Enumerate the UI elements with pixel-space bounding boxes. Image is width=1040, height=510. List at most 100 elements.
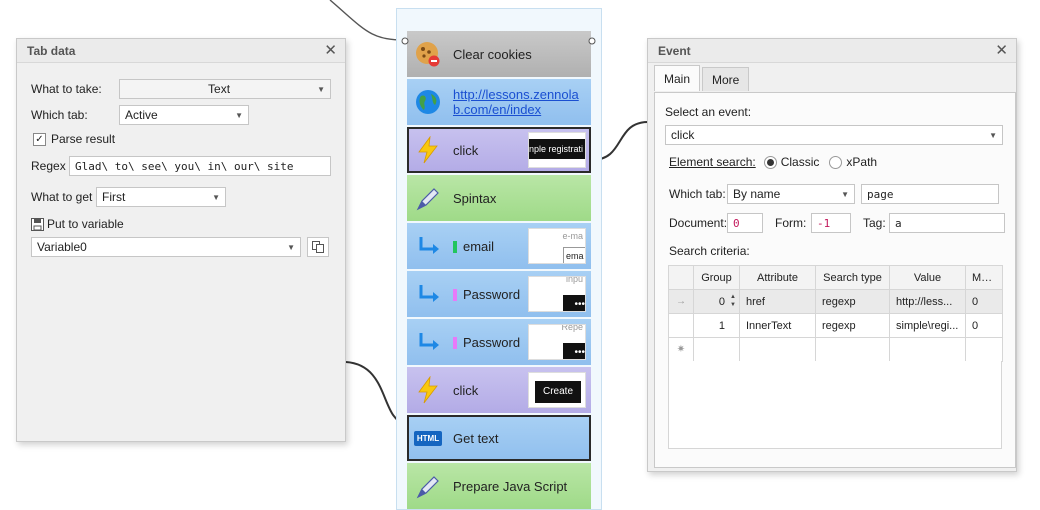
- which-tab-label: Which tab:: [31, 108, 88, 122]
- attribute-cell[interactable]: href: [739, 289, 816, 314]
- action-label: Clear cookies: [453, 46, 532, 62]
- what-to-get-value: First: [102, 190, 126, 204]
- event-panel: Event ✕ Main More Select an event: click…: [647, 38, 1017, 472]
- event-title-bar: Event ✕: [648, 39, 1016, 63]
- connector-dot: [588, 37, 596, 45]
- value-cell[interactable]: simple\regi...: [889, 313, 966, 338]
- pen-icon: [413, 471, 443, 501]
- table-row[interactable]: → 0 ▲▼ href regexp http://less... 0: [668, 289, 1003, 314]
- table-row[interactable]: 1 InnerText regexp simple\regi... 0: [668, 313, 1003, 338]
- action-input-password[interactable]: Password inpu •••: [407, 271, 591, 317]
- action-label: Password: [463, 286, 521, 302]
- which-tab-value: By name: [733, 187, 781, 201]
- panel-title: Tab data: [27, 43, 76, 58]
- tab-name-input[interactable]: page: [861, 184, 999, 204]
- form-label: Form:: [775, 216, 807, 230]
- event-value: click: [671, 128, 695, 142]
- group-cell[interactable]: 0 ▲▼: [693, 289, 740, 314]
- match-cell[interactable]: 0: [965, 289, 1003, 314]
- lightning-icon: [413, 135, 443, 165]
- action-input-password-repeat[interactable]: Password Repe •••: [407, 319, 591, 365]
- what-to-get-dropdown[interactable]: First ▼: [96, 187, 226, 207]
- element-search-link[interactable]: Element search:: [669, 155, 756, 169]
- document-input[interactable]: 0: [727, 213, 763, 233]
- document-label: Document:: [669, 216, 728, 230]
- variable-dropdown[interactable]: Variable0 ▼: [31, 237, 301, 257]
- action-prepare-javascript[interactable]: Prepare Java Script: [407, 463, 591, 509]
- close-icon[interactable]: ✕: [995, 42, 1008, 59]
- group-cell[interactable]: [693, 337, 740, 362]
- lightning-icon: [413, 375, 443, 405]
- action-clear-cookies[interactable]: Clear cookies: [407, 31, 591, 77]
- column-header[interactable]: Group: [693, 265, 740, 290]
- action-label: click: [453, 382, 479, 398]
- action-click-create[interactable]: click Create: [407, 367, 591, 413]
- action-click-register[interactable]: click nple registrati: [407, 127, 591, 173]
- pink-pin-icon: [453, 337, 457, 350]
- action-input-email[interactable]: email e-ma ema: [407, 223, 591, 269]
- match-cell[interactable]: [965, 337, 1003, 362]
- event-tabs: Main More: [654, 65, 751, 91]
- column-header[interactable]: Value: [889, 265, 966, 290]
- search-type-cell[interactable]: regexp: [815, 313, 890, 338]
- tag-input[interactable]: a: [889, 213, 1005, 233]
- tab-data-title-bar: Tab data ✕: [17, 39, 345, 63]
- what-to-take-dropdown[interactable]: Text ▼: [119, 79, 331, 99]
- globe-icon: [413, 87, 443, 117]
- element-thumbnail: inpu •••: [528, 276, 586, 312]
- which-tab-dropdown[interactable]: By name ▼: [727, 184, 855, 204]
- chevron-down-icon: ▼: [235, 110, 243, 120]
- search-type-cell[interactable]: regexp: [815, 289, 890, 314]
- which-tab-dropdown[interactable]: Active ▼: [119, 105, 249, 125]
- action-spintax[interactable]: Spintax: [407, 175, 591, 221]
- tab-data-panel: Tab data ✕ What to take: Text ▼ Which ta…: [16, 38, 346, 442]
- thumbnail-text: nple registrati: [529, 139, 585, 159]
- spinner-arrows-icon[interactable]: ▲▼: [730, 294, 736, 308]
- element-thumbnail: e-ma ema: [528, 228, 586, 264]
- chevron-down-icon: ▼: [841, 189, 849, 199]
- action-label: email: [463, 238, 495, 254]
- search-criteria-table: Group Attribute Search type Value Ma... …: [668, 265, 1003, 362]
- close-icon[interactable]: ✕: [324, 42, 337, 59]
- copy-variable-button[interactable]: [307, 237, 329, 257]
- what-to-take-value: Text: [208, 82, 231, 96]
- value-cell[interactable]: http://less...: [889, 289, 966, 314]
- radio-xpath-label: xPath: [846, 155, 878, 169]
- match-cell[interactable]: 0: [965, 313, 1003, 338]
- attribute-cell[interactable]: InnerText: [739, 313, 816, 338]
- arrow-icon: [413, 279, 443, 309]
- regex-input[interactable]: Glad\ to\ see\ you\ in\ our\ site: [69, 156, 331, 176]
- search-type-cell[interactable]: [815, 337, 890, 362]
- password-dots: •••: [563, 295, 585, 311]
- column-header: [668, 265, 694, 290]
- url-link[interactable]: http://lessons.zennola b.com/en/index: [453, 87, 591, 117]
- action-label: Password: [463, 334, 521, 350]
- tab-more[interactable]: More: [702, 67, 750, 91]
- column-header[interactable]: Ma...: [965, 265, 1003, 290]
- action-label: Get text: [453, 430, 499, 446]
- tab-main[interactable]: Main: [654, 65, 701, 91]
- element-thumbnail: nple registrati: [528, 132, 586, 168]
- action-get-text[interactable]: HTML Get text: [407, 415, 591, 461]
- action-navigate-url[interactable]: http://lessons.zennola b.com/en/index: [407, 79, 591, 125]
- element-thumbnail: Repe •••: [528, 324, 586, 360]
- radio-classic[interactable]: [763, 155, 777, 169]
- parse-result-checkbox[interactable]: ✓: [33, 132, 46, 146]
- save-icon: [31, 217, 44, 231]
- group-cell[interactable]: 1: [693, 313, 740, 338]
- column-header[interactable]: Search type: [815, 265, 890, 290]
- thumbnail-create-button: Create: [535, 381, 581, 403]
- row-indicator: →: [668, 289, 694, 314]
- attribute-cell[interactable]: [739, 337, 816, 362]
- value-cell[interactable]: [889, 337, 966, 362]
- password-dots: •••: [563, 343, 585, 359]
- html-icon: HTML: [413, 423, 443, 453]
- thumbnail-text: Repe: [561, 324, 583, 332]
- form-input[interactable]: -1: [811, 213, 851, 233]
- event-dropdown[interactable]: click ▼: [665, 125, 1003, 145]
- column-header[interactable]: Attribute: [739, 265, 816, 290]
- table-row-new[interactable]: ✷: [668, 337, 1003, 362]
- what-to-take-label: What to take:: [31, 82, 102, 96]
- radio-classic-label: Classic: [780, 155, 820, 169]
- radio-xpath[interactable]: [829, 155, 843, 169]
